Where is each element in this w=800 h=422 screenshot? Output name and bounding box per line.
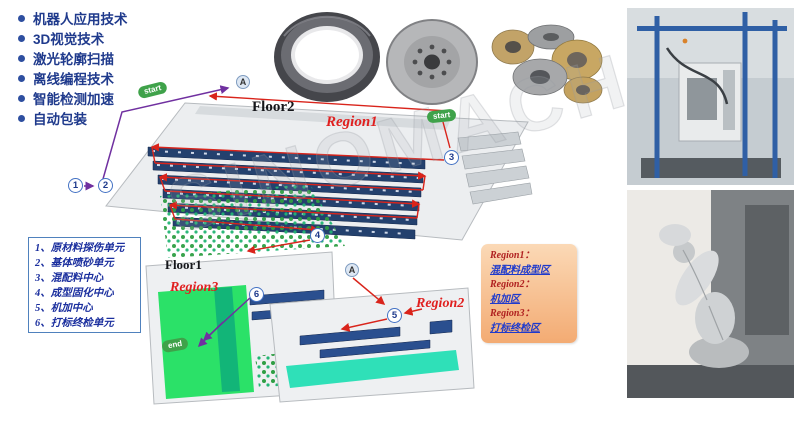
tech-item-label: 离线编程技术 [33, 72, 114, 87]
route-marker-2: 2 [98, 178, 113, 193]
unit-item: 5、机加中心 [35, 303, 93, 314]
route-marker-4: 4 [310, 228, 325, 243]
start-label-left: start [136, 80, 169, 100]
bullet-dot-icon [18, 114, 25, 122]
region2-red-route [340, 277, 423, 332]
bullet-dot-icon [18, 94, 25, 102]
bullet-dot-icon [18, 34, 25, 42]
wheel-group-photo [491, 24, 603, 104]
tech-item-label: 机器人应用技术 [33, 12, 128, 27]
tech-item-label: 智能检测加速 [33, 92, 114, 107]
region1-label: Region1 [326, 114, 378, 130]
legend-value: 混配料成型区 [490, 264, 550, 276]
tech-item: 自动包装 [18, 108, 128, 128]
unit-item: 3、混配料中心 [35, 273, 104, 284]
legend-label: Region3： [490, 308, 535, 319]
grinding-ring-photo [274, 12, 380, 102]
region2-machines [299, 319, 453, 359]
floor1-purple-route [197, 296, 252, 348]
legend-value: 机加区 [490, 293, 520, 305]
region2-label: Region2 [416, 296, 465, 311]
wrapped-robot-photo [627, 190, 794, 398]
floor2-title: Floor2 [252, 99, 295, 115]
route-marker-3: 3 [444, 150, 459, 165]
grinding-wheel-photo [386, 19, 478, 105]
tech-item-label: 3D视觉技术 [33, 32, 105, 47]
tech-item: 智能检测加速 [18, 88, 128, 108]
tech-list: 机器人应用技术 3D视觉技术 激光轮廓扫描 离线编程技术 智能检测加速 自动包装 [18, 8, 128, 128]
bullet-dot-icon [18, 74, 25, 82]
tech-item: 机器人应用技术 [18, 8, 128, 28]
tech-item-label: 激光轮廓扫描 [33, 52, 114, 67]
bullet-dot-icon [18, 14, 25, 22]
connector-a-top: A [236, 75, 250, 89]
unit-item: 6、打标终检单元 [35, 318, 114, 329]
region-legend-box: Region1： 混配料成型区 Region2： 机加区 Region3： 打标… [481, 244, 577, 343]
bullet-dot-icon [18, 54, 25, 62]
floor2-plate [105, 102, 533, 241]
robot-shape [659, 224, 749, 368]
tech-item-label: 自动包装 [33, 112, 87, 127]
route-marker-6: 6 [249, 287, 264, 302]
floor1-title: Floor1 [165, 257, 202, 272]
region3-label: Region3 [170, 280, 219, 295]
start-label-right: start [426, 108, 457, 124]
floor2-red-route [150, 92, 451, 254]
floor1-plate [145, 251, 339, 405]
legend-value: 打标终检区 [490, 322, 540, 334]
connector-a-bottom: A [345, 263, 359, 277]
route-marker-1: 1 [68, 178, 83, 193]
legend-label: Region1： [490, 250, 535, 261]
machine-equipment-photo [627, 8, 794, 185]
unit-list-box: 1、原材料探伤单元 2、基体喷砂单元 3、混配料中心 4、成型固化中心 5、机加… [28, 237, 141, 333]
unit-item: 2、基体喷砂单元 [35, 258, 114, 269]
tech-item: 3D视觉技术 [18, 28, 128, 48]
end-label: end [161, 336, 190, 354]
route-marker-5: 5 [387, 308, 402, 323]
tech-item: 离线编程技术 [18, 68, 128, 88]
tech-item: 激光轮廓扫描 [18, 48, 128, 68]
machine-row-details [151, 150, 421, 235]
storage-racks [457, 131, 533, 205]
unit-item: 4、成型固化中心 [35, 288, 114, 299]
floor2-machine-rows [147, 146, 426, 240]
legend-label: Region2： [490, 279, 535, 290]
green-product-stacks [160, 184, 345, 258]
unit-item: 1、原材料探伤单元 [35, 243, 125, 254]
floor1-green-stacks [255, 348, 334, 388]
